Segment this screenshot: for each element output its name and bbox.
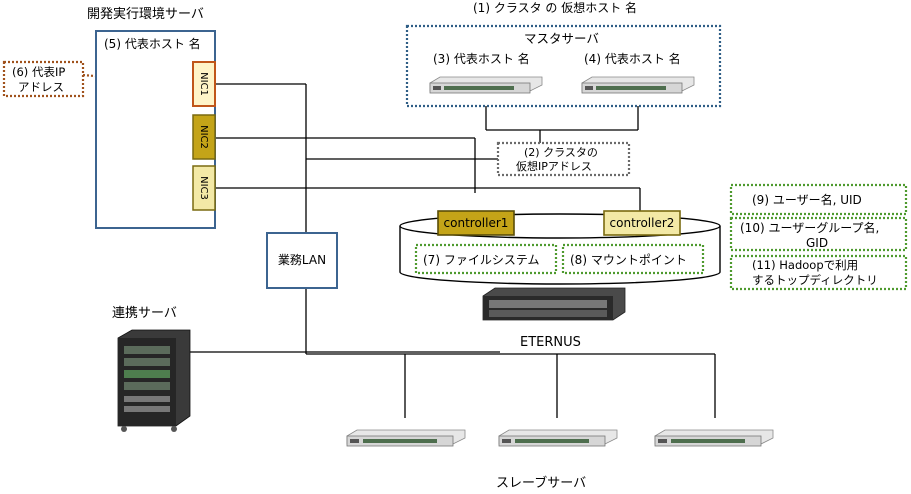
nic1-port: NIC1	[192, 61, 216, 107]
ip-address-callout	[2, 60, 85, 98]
nic3-label: NIC3	[198, 176, 209, 200]
mountpoint-box	[561, 243, 705, 275]
tower-server-icon	[117, 329, 191, 432]
virtual-host-label: (1) クラスタ の 仮想ホスト 名	[473, 0, 637, 15]
virtual-ip-box	[496, 141, 631, 177]
virtual-ip-line1: (2) クラスタの	[524, 146, 598, 159]
nic2-port: NIC2	[192, 114, 216, 160]
controller2: controller2	[603, 210, 681, 236]
business-lan-label: 業務LAN	[278, 253, 326, 267]
eternus-storage-icon	[482, 287, 626, 321]
business-lan-box	[266, 232, 338, 289]
group-gid-line2: GID	[806, 236, 828, 250]
user-uid-label: (9) ユーザー名, UID	[752, 192, 862, 207]
virtual-ip-line2: 仮想IPアドレス	[516, 159, 592, 173]
dev-server-host-label: (5) 代表ホスト 名	[104, 36, 201, 51]
network-lines	[190, 83, 716, 418]
nic1-label: NIC1	[198, 72, 209, 96]
filesystem-label: (7) ファイルシステム	[423, 253, 539, 267]
host3-label: (3) 代表ホスト 名	[433, 51, 530, 66]
rack-server-icon	[654, 429, 774, 447]
hadoop-dir-line2: するトップディレクトリ	[752, 273, 878, 287]
nic2-label: NIC2	[198, 125, 209, 149]
rack-server-icon	[346, 429, 466, 447]
rack-server-icon	[581, 76, 695, 94]
user-uid-box	[729, 183, 908, 216]
dev-server-title: 開発実行環境サーバ	[87, 6, 204, 22]
host4-label: (4) 代表ホスト 名	[584, 51, 681, 66]
mountpoint-label: (8) マウントポイント	[570, 253, 687, 267]
ip-callout-line1: (6) 代表IP	[12, 65, 65, 79]
group-gid-box	[729, 216, 908, 252]
controller1: controller1	[437, 210, 515, 236]
link-server-title: 連携サーバ	[112, 305, 177, 321]
group-gid-line1: (10) ユーザーグループ名,	[740, 220, 879, 235]
master-server-title: マスタサーバ	[524, 31, 599, 46]
controller1-label: controller1	[444, 216, 509, 230]
eternus-label: ETERNUS	[520, 335, 581, 350]
rack-server-icon	[429, 76, 543, 94]
slave-server-title: スレーブサーバ	[496, 475, 586, 491]
controller2-label: controller2	[610, 216, 675, 230]
filesystem-box	[414, 243, 558, 275]
hadoop-dir-box	[729, 254, 908, 291]
rack-server-icon	[498, 429, 618, 447]
ip-callout-line2: アドレス	[18, 80, 64, 94]
hadoop-dir-line1: (11) Hadoopで利用	[752, 258, 858, 272]
nic3-port: NIC3	[192, 165, 216, 211]
